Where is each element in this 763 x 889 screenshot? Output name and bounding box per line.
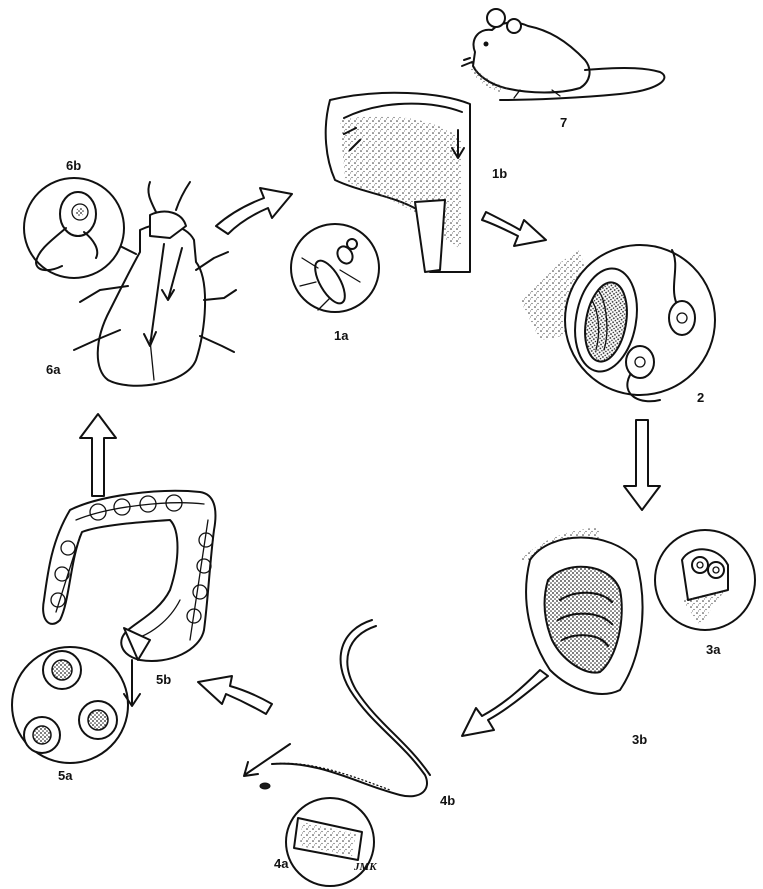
egg-3 xyxy=(24,717,60,753)
stage-label-5a: 5a xyxy=(58,768,73,783)
stage-label-7: 7 xyxy=(560,115,567,130)
eggs-inset-circle xyxy=(12,647,128,763)
intestine-cysticercoid-inset xyxy=(520,245,715,401)
opened-intestine-worm-illustration xyxy=(520,528,643,694)
mouse-illustration xyxy=(462,9,664,100)
stage-label-6b: 6b xyxy=(66,158,81,173)
stage-label-2: 2 xyxy=(697,390,704,405)
stage-label-5b: 5b xyxy=(156,672,171,687)
cycle-arrow-1b-to-2 xyxy=(482,212,546,246)
stage-label-6a: 6a xyxy=(46,362,61,377)
tapeworm-direction-arrow xyxy=(244,744,290,776)
stage-label-3a: 3a xyxy=(706,642,721,657)
colon-illustration xyxy=(43,491,215,661)
cycle-arrow-6a-to-1b xyxy=(216,188,292,234)
beetle-inset-circle xyxy=(291,224,379,312)
egg-exit-arrow xyxy=(124,660,140,706)
cysticercoid-inset-circle xyxy=(24,178,124,278)
stage-label-4a: 4a xyxy=(274,856,289,871)
egg-2 xyxy=(79,701,117,739)
scolex-inset-circle xyxy=(655,530,755,630)
stage-label-1a: 1a xyxy=(334,328,349,343)
stage-label-1b: 1b xyxy=(492,166,507,181)
adult-tapeworm-illustration xyxy=(260,620,430,796)
cycle-arrow-3b-to-4b xyxy=(462,670,548,736)
stage-label-4b: 4b xyxy=(440,793,455,808)
stage-label-3b: 3b xyxy=(632,732,647,747)
cycle-arrow-4b-to-5b xyxy=(198,676,272,714)
egg-1 xyxy=(43,651,81,689)
cycle-arrow-5b-to-6a xyxy=(80,414,116,496)
cycle-arrow-2-to-3b xyxy=(624,420,660,510)
artist-signature: JMK xyxy=(353,861,377,873)
